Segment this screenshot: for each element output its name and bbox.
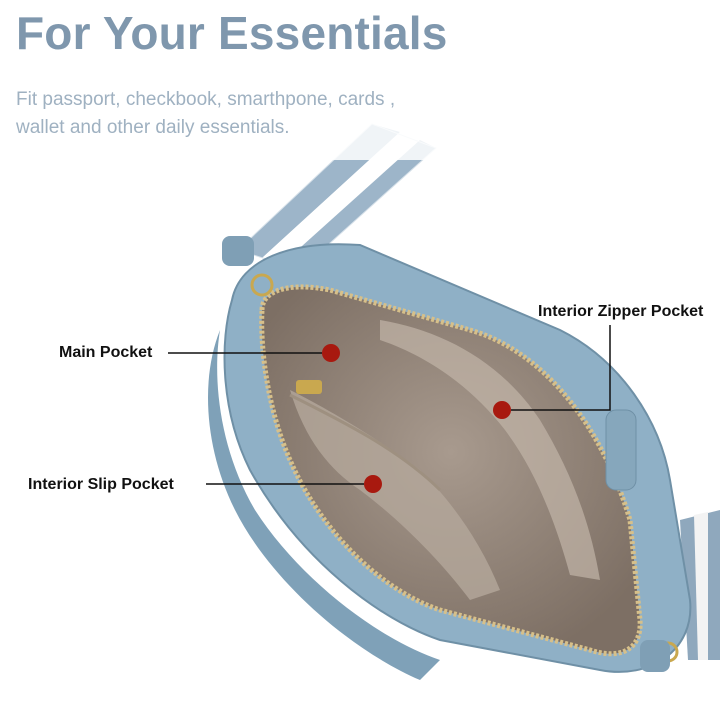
interior-slip-pocket-label: Interior Slip Pocket xyxy=(28,476,174,493)
shoulder-strap-top xyxy=(237,110,450,271)
bag-hardware xyxy=(222,236,679,672)
interior-zipper-pocket-marker xyxy=(493,401,511,419)
interior-zipper-pocket-label: Interior Zipper Pocket xyxy=(538,303,704,320)
main-pocket-label: Main Pocket xyxy=(59,344,153,361)
bag-interior xyxy=(259,284,643,657)
interior-zipper-pocket-leader xyxy=(511,325,611,411)
description: Fit passport, checkbook, smarthpone, car… xyxy=(16,86,395,142)
interior-slip-pocket-marker xyxy=(364,475,382,493)
main-pocket-marker xyxy=(322,344,340,362)
description-line-2: wallet and other daily essentials. xyxy=(16,117,290,138)
shoulder-strap-right xyxy=(680,510,720,660)
page-headline: For Your Essentials xyxy=(16,7,448,59)
description-line-1: Fit passport, checkbook, smarthpone, car… xyxy=(16,89,396,110)
